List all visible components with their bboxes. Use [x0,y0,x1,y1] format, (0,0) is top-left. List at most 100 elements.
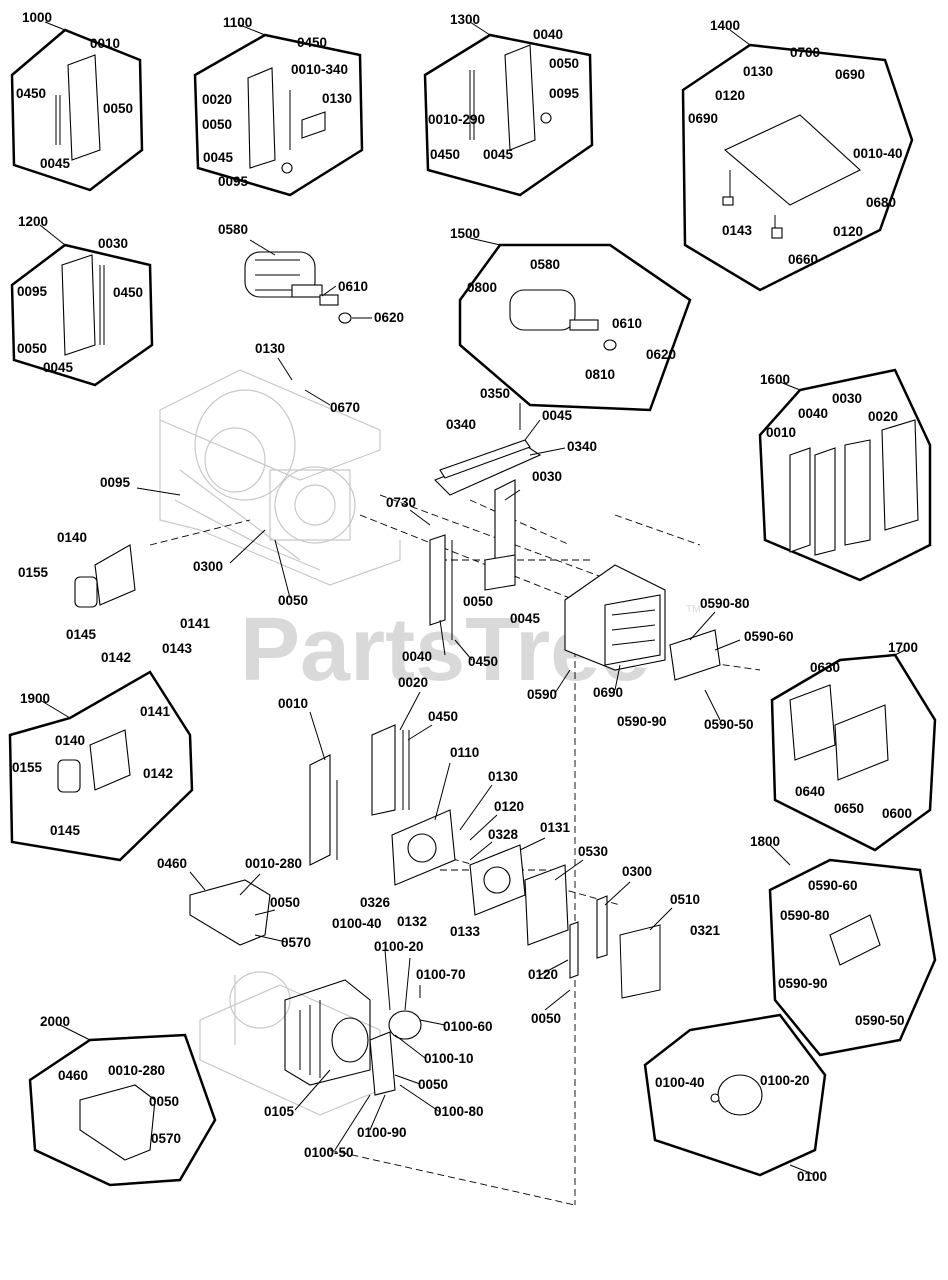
part-label: 0020 [868,409,898,424]
group-1000-contents [55,54,101,161]
part-label: 0590-50 [855,1013,905,1028]
part-label: 0105 [264,1104,295,1119]
engine-frame-ghost-top [159,369,401,586]
part-label: 0133 [450,924,481,939]
part-label: 0100-70 [416,967,466,982]
part-label: 0120 [494,799,524,814]
part-label: 0155 [18,565,49,580]
part-label: 0680 [866,195,896,210]
part-label: 0010 [278,696,308,711]
group-code-1000: 1000 [22,10,52,25]
watermark-trademark: TM [686,604,700,615]
part-label: 0045 [40,156,71,171]
part-label: 0580 [530,257,560,272]
part-label: 0120 [833,224,863,239]
part-label: 0590-50 [704,717,754,732]
part-label: 0100-20 [374,939,424,954]
part-label: 0145 [50,823,81,838]
part-label: 0340 [567,439,597,454]
part-label: 0030 [832,391,862,406]
part-label: 0050 [103,101,133,116]
part-label: 0050 [418,1077,448,1092]
part-label: 0050 [202,117,232,132]
part-label: 0155 [12,760,43,775]
part-label: 0300 [193,559,223,574]
part-label: 0130 [322,91,352,106]
part-label: 0010 [766,425,796,440]
part-label: 0730 [386,495,416,510]
part-label: 0140 [57,530,87,545]
part-label: 0100-80 [434,1104,484,1119]
part-label: 0700 [790,45,820,60]
part-label: 0040 [402,649,432,664]
group-1600-contents [789,419,919,556]
part-label: 0610 [612,316,642,331]
part-label: 0590-90 [617,714,667,729]
part-label: 0620 [646,347,676,362]
part-label: 0145 [66,627,97,642]
group-code-1900: 1900 [20,691,50,706]
part-label: 0690 [593,685,623,700]
part-label: 0590 [527,687,557,702]
part-label: 0130 [488,769,518,784]
part-label: 0142 [143,766,173,781]
part-label: 0300 [622,864,652,879]
group-1700-contents [789,684,889,781]
group-2000-contents [79,1084,156,1161]
group-code-2000: 2000 [40,1014,70,1029]
part-label: 0020 [398,675,428,690]
part-label: 0450 [430,147,460,162]
part-label: 0132 [397,914,427,929]
part-label: 0130 [743,64,773,79]
part-label: 0800 [467,280,497,295]
group-code-1400: 1400 [710,18,740,33]
part-label: 0140 [55,733,85,748]
group-code-1100: 1100 [223,15,252,30]
part-label: 0095 [100,475,131,490]
part-label: 0460 [157,856,187,871]
part-label: 0100-20 [760,1073,810,1088]
part-label: 0120 [528,967,558,982]
part-label: 0510 [670,892,700,907]
part-label: 0580 [218,222,248,237]
part-label: 0010-340 [291,62,348,77]
part-label: 0095 [17,284,48,299]
part-label: 0640 [795,784,825,799]
part-label: 0590-60 [808,878,858,893]
part-label: 0450 [428,709,458,724]
part-label: 0045 [483,147,514,162]
group-1900-contents [57,729,131,793]
part-label: 0600 [882,806,912,821]
hex-1100 [193,33,364,197]
group-1400-contents [722,114,861,239]
part-label: 0095 [218,174,249,189]
part-label: 0810 [585,367,615,382]
group-code-1200: 1200 [18,214,48,229]
group-code-1700: 1700 [888,640,918,655]
part-label: 0143 [162,641,193,656]
part-label: 0010-280 [108,1063,165,1078]
part-label: 0450 [113,285,143,300]
part-label: 0120 [715,88,745,103]
part-label: 0690 [688,111,718,126]
part-label: 0050 [549,56,579,71]
part-label: 0100-60 [443,1019,493,1034]
part-label: 0100-90 [357,1125,407,1140]
part-label: 0630 [810,660,840,675]
group-1800-contents [829,914,881,966]
part-label: 0040 [798,406,828,421]
part-label: 0010-290 [428,112,485,127]
part-label: 0010-280 [245,856,302,871]
part-label: 0100-40 [655,1075,705,1090]
part-label: 0670 [330,400,360,415]
part-label: 0570 [151,1131,181,1146]
part-label: 0100-40 [332,916,382,931]
part-label: 0050 [531,1011,561,1026]
part-label: 0460 [58,1068,88,1083]
part-label: 0141 [140,704,171,719]
part-label: 0326 [360,895,391,910]
group-1500-contents [509,289,617,351]
part-label: 0040 [533,27,563,42]
part-label: 0690 [835,67,865,82]
part-label: 0050 [278,593,308,608]
